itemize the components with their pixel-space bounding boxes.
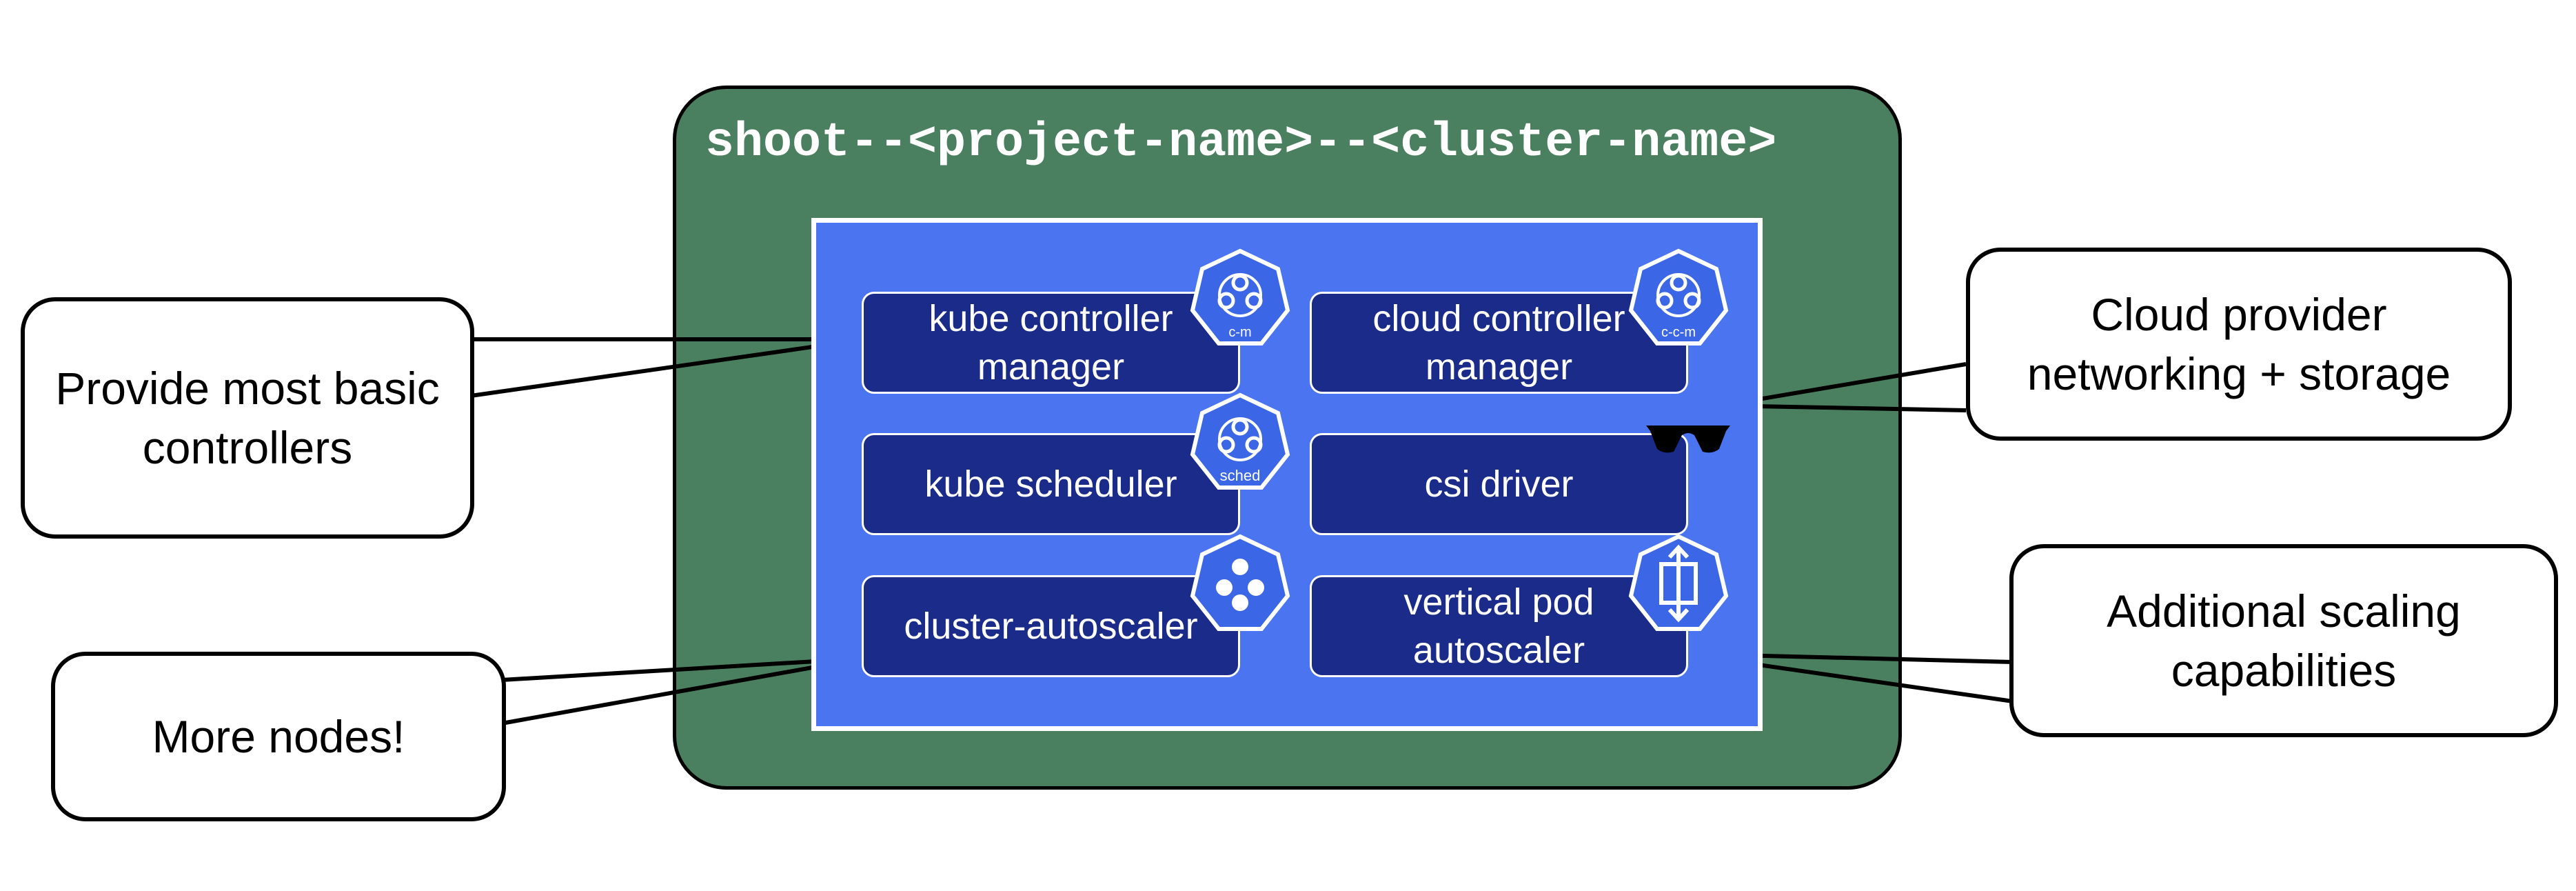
kube-scheduler: kube scheduler [862,433,1240,535]
cluster-title: shoot--<project-name>--<cluster-name> [705,116,1777,170]
cloud-controller-manager-label: cloud controller manager [1372,298,1625,388]
vertical-pod-autoscaler-label: vertical pod autoscaler [1403,581,1594,671]
csi-driver: csi driver [1310,433,1688,535]
csi-driver-label: csi driver [1424,463,1574,505]
sunglasses-icon [1646,426,1730,453]
callout-basic-controllers-text: Provide most basic controllers [55,363,440,473]
callout-cloud-provider-text: Cloud provider networking + storage [2027,289,2451,399]
ccm-badge-icon: c-c-m [1628,248,1729,346]
svg-text:c-m: c-m [1228,325,1251,340]
gears-icon [1656,273,1701,317]
callout-basic-controllers: Provide most basic controllers [21,297,474,539]
vpa-badge-icon [1628,534,1729,631]
kube-controller-manager: kube controller manager [862,292,1240,394]
kube-controller-manager-label: kube controller manager [929,298,1173,388]
vertical-pod-autoscaler: vertical pod autoscaler [1310,575,1688,677]
cloud-controller-manager: cloud controller manager [1310,292,1688,394]
callout-scaling: Additional scaling capabilities [2009,544,2558,737]
vertical-scale-icon [1659,544,1698,623]
cluster-autoscaler: cluster-autoscaler [862,575,1240,677]
autoscaler-badge-icon [1190,534,1290,631]
callout-more-nodes: More nodes! [51,652,506,821]
svg-text:c-c-m: c-c-m [1661,325,1696,340]
gears-icon [1217,273,1263,317]
sched-badge-icon: sched [1190,392,1290,490]
callout-cloud-provider: Cloud provider networking + storage [1966,248,2512,441]
connector-more-nodes [501,657,862,725]
kube-scheduler-label: kube scheduler [924,463,1177,505]
callout-more-nodes-text: More nodes! [152,711,405,762]
cluster-autoscaler-label: cluster-autoscaler [904,605,1198,647]
kcm-badge-icon: c-m [1190,248,1290,346]
nodes-icon [1216,559,1264,611]
connector-basic-controllers [470,337,866,398]
svg-text:sched: sched [1220,467,1261,484]
gears-icon [1217,417,1263,461]
callout-scaling-text: Additional scaling capabilities [2107,585,2461,696]
